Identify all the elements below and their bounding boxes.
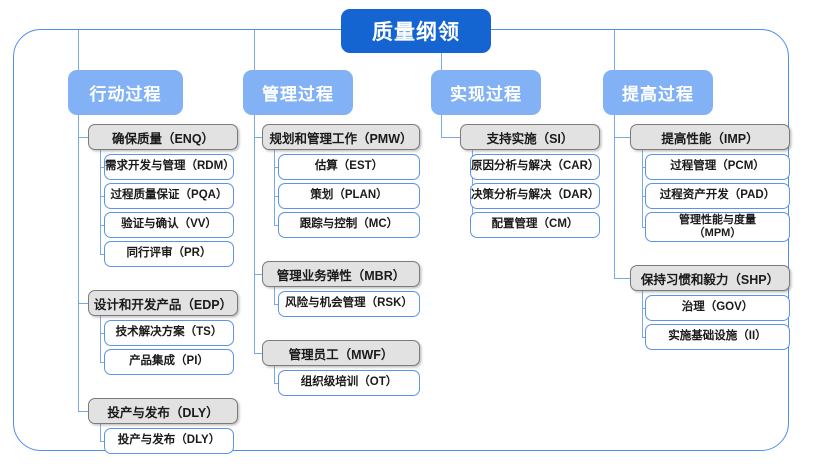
connector-line <box>78 411 88 413</box>
connector-line <box>78 115 80 411</box>
group-box[interactable]: 管理业务弹性（MBR） <box>262 261 420 287</box>
connector-line <box>100 167 104 169</box>
column-header-4[interactable]: 提高过程 <box>603 70 713 115</box>
group-box[interactable]: 保持习惯和毅力（SHP） <box>630 265 790 291</box>
connector-line <box>274 383 278 385</box>
connector-line <box>274 304 278 306</box>
connector-line <box>100 150 102 254</box>
connector-line <box>100 333 104 335</box>
connector-line <box>642 150 644 227</box>
leaf-box[interactable]: 验证与确认（VV） <box>104 212 234 238</box>
connector-line <box>78 30 80 70</box>
connector-line <box>274 287 276 304</box>
leaf-box[interactable]: 过程资产开发（PAD） <box>645 183 790 209</box>
column-header-2[interactable]: 管理过程 <box>243 70 353 115</box>
leaf-box[interactable]: 技术解决方案（TS） <box>104 320 234 346</box>
leaf-box[interactable]: 管理性能与度量（MPM） <box>645 212 790 242</box>
connector-line <box>100 424 102 441</box>
leaf-box[interactable]: 同行评审（PR） <box>104 241 234 267</box>
column-header-1[interactable]: 行动过程 <box>68 70 183 115</box>
leaf-box[interactable]: 配置管理（CM） <box>470 212 600 238</box>
group-box[interactable]: 设计和开发产品（EDP） <box>88 290 238 316</box>
connector-line <box>100 316 102 362</box>
connector-line <box>274 150 276 225</box>
leaf-box[interactable]: 过程质量保证（PQA） <box>104 183 234 209</box>
connector-line <box>78 303 88 305</box>
connector-line <box>100 441 104 443</box>
connector-line <box>642 167 645 169</box>
leaf-box[interactable]: 产品集成（PI） <box>104 349 234 375</box>
connector-line <box>274 196 278 198</box>
connector-line <box>254 115 256 353</box>
group-box[interactable]: 管理员工（MWF） <box>262 340 420 366</box>
leaf-box[interactable]: 风险与机会管理（RSK） <box>278 291 420 317</box>
group-box[interactable]: 提高性能（IMP） <box>630 124 790 150</box>
connector-line <box>254 137 262 139</box>
leaf-box[interactable]: 实施基础设施（II） <box>645 324 790 350</box>
leaf-box[interactable]: 组织级培训（OT） <box>278 370 420 396</box>
group-box[interactable]: 投产与发布（DLY） <box>88 398 238 424</box>
connector-line <box>274 366 276 383</box>
column-header-3[interactable]: 实现过程 <box>431 70 541 115</box>
leaf-box[interactable]: 估算（EST） <box>278 154 420 180</box>
connector-line <box>614 278 630 280</box>
connector-line <box>274 167 278 169</box>
group-box[interactable]: 确保质量（ENQ） <box>88 124 238 150</box>
connector-line <box>441 115 443 137</box>
connector-line <box>100 225 104 227</box>
leaf-box[interactable]: 需求开发与管理（RDM） <box>104 154 235 180</box>
leaf-box[interactable]: 跟踪与控制（MC） <box>278 212 420 238</box>
connector-line <box>614 137 630 139</box>
group-box[interactable]: 支持实施（SI） <box>460 124 600 150</box>
connector-line <box>78 137 88 139</box>
connector-line <box>614 115 616 278</box>
connector-line <box>642 291 644 337</box>
connector-line <box>441 137 460 139</box>
connector-line <box>642 227 645 229</box>
leaf-box[interactable]: 策划（PLAN） <box>278 183 420 209</box>
group-box[interactable]: 规划和管理工作（PMW） <box>262 124 420 150</box>
leaf-box[interactable]: 投产与发布（DLY） <box>104 428 234 454</box>
leaf-box[interactable]: 治理（GOV） <box>645 295 790 321</box>
connector-line <box>614 30 616 70</box>
connector-line <box>254 30 256 70</box>
connector-line <box>254 353 262 355</box>
connector-line <box>274 225 278 227</box>
connector-line <box>100 254 104 256</box>
connector-line <box>642 308 645 310</box>
leaf-box[interactable]: 过程管理（PCM） <box>645 154 790 180</box>
leaf-box[interactable]: 决策分析与解决（DAR） <box>470 183 600 209</box>
connector-line <box>254 274 262 276</box>
leaf-box[interactable]: 原因分析与解决（CAR） <box>470 154 600 180</box>
connector-line <box>100 196 104 198</box>
connector-line <box>642 196 645 198</box>
connector-line <box>642 337 645 339</box>
connector-line <box>100 362 104 364</box>
main-title: 质量纲领 <box>341 9 491 53</box>
